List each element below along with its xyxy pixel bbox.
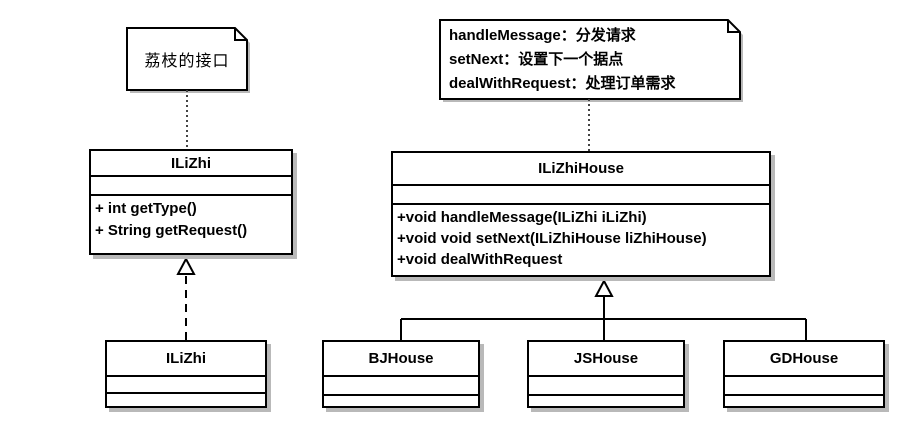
class-title: ILiZhiHouse bbox=[538, 160, 624, 177]
class-attributes-section bbox=[393, 184, 769, 203]
method-entry: +void void setNext(ILiZhiHouse liZhiHous… bbox=[397, 230, 707, 247]
class-methods-section bbox=[725, 394, 883, 406]
class-bjhouse: BJHouse bbox=[322, 340, 480, 408]
class-attributes-section bbox=[91, 175, 291, 194]
note-shape bbox=[439, 19, 741, 100]
class-attributes-section bbox=[324, 375, 478, 394]
class-ilizhihouse: ILiZhiHouse +void handleMessage(ILiZhi i… bbox=[391, 151, 771, 277]
class-attributes-section bbox=[529, 375, 683, 394]
class-title: ILiZhi bbox=[166, 350, 206, 367]
class-title: JSHouse bbox=[573, 350, 639, 367]
class-title: GDHouse bbox=[769, 350, 839, 367]
class-title: BJHouse bbox=[368, 350, 434, 367]
method-entry: +void handleMessage(ILiZhi iLiZhi) bbox=[397, 209, 647, 226]
method-entry: +void dealWithRequest bbox=[397, 251, 563, 268]
method-entry: + String getRequest() bbox=[95, 222, 248, 239]
class-gdhouse: GDHouse bbox=[723, 340, 885, 408]
generalization-triangle-icon bbox=[594, 278, 614, 297]
realization-triangle-icon bbox=[176, 256, 196, 275]
note-fold-icon bbox=[234, 28, 247, 41]
class-ilizhi-interface: ILiZhi + int getType() + String getReque… bbox=[89, 149, 293, 255]
class-methods-section bbox=[324, 394, 478, 406]
class-jshouse: JSHouse bbox=[527, 340, 685, 408]
class-attributes-section bbox=[107, 375, 265, 392]
note-shape bbox=[126, 27, 248, 91]
note-fold-icon bbox=[727, 20, 740, 33]
note-lizhi-interface: 荔枝的接口 bbox=[144, 53, 230, 70]
class-attributes-section bbox=[725, 375, 883, 394]
method-entry: + int getType() bbox=[95, 200, 197, 217]
note-line: dealWithRequest：处理订单需求 bbox=[449, 74, 676, 92]
class-methods-section bbox=[529, 394, 683, 406]
note-house-methods: handleMessage：分发请求 setNext：设置下一个据点 dealW… bbox=[440, 20, 749, 99]
class-ilizhi-impl: ILiZhi bbox=[105, 340, 267, 408]
class-methods-section: + int getType() + String getRequest() bbox=[91, 194, 291, 253]
note-line: setNext：设置下一个据点 bbox=[449, 50, 624, 68]
class-methods-section bbox=[107, 392, 265, 406]
class-methods-section: +void handleMessage(ILiZhi iLiZhi) +void… bbox=[393, 203, 769, 275]
note-line: handleMessage：分发请求 bbox=[449, 26, 636, 44]
class-title: ILiZhi bbox=[171, 154, 211, 172]
